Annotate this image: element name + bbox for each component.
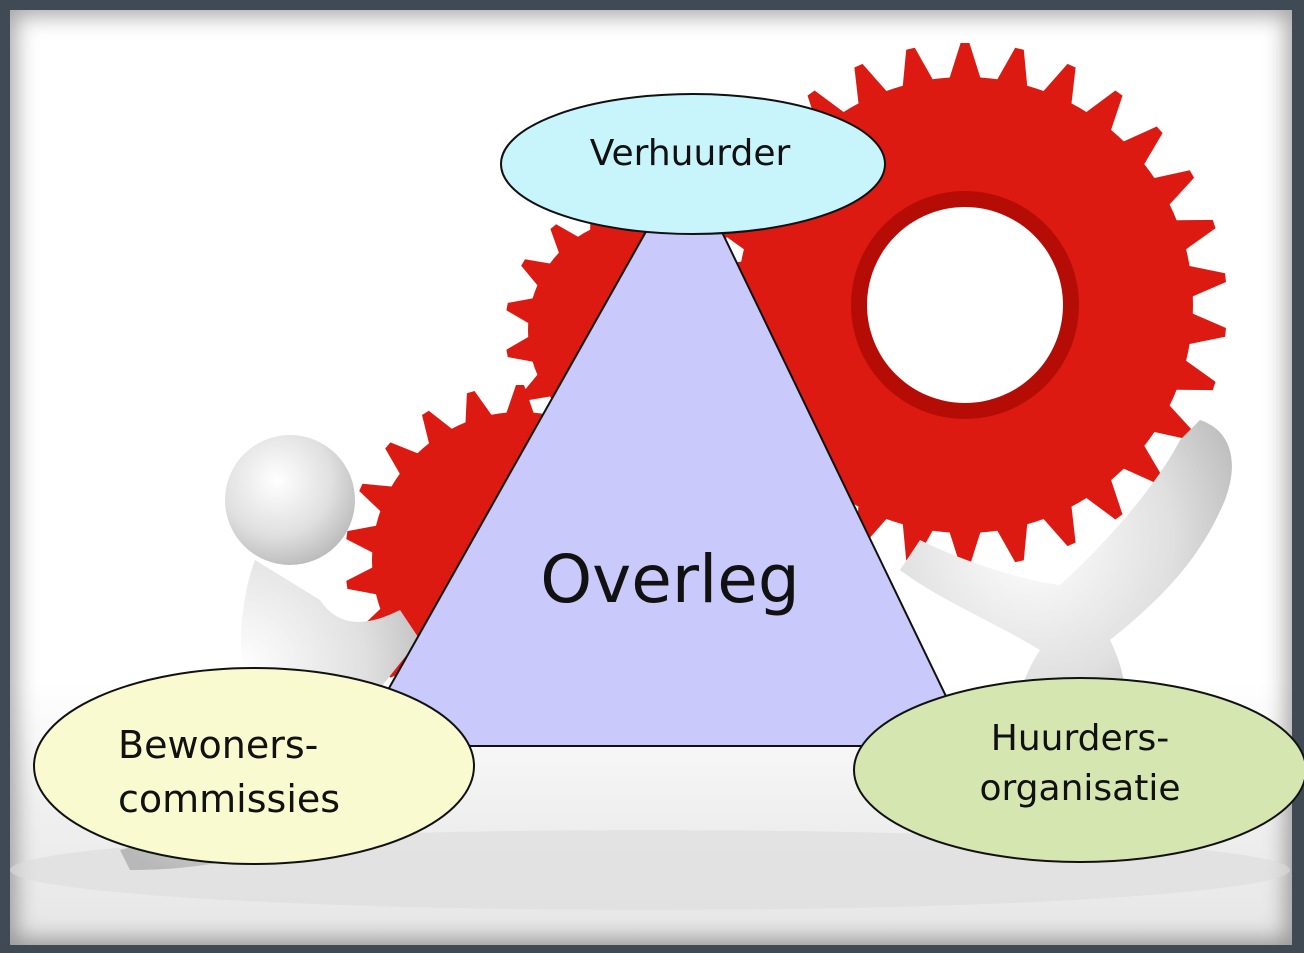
- left-person-head: [225, 435, 355, 565]
- node-verhuurder: [500, 93, 886, 235]
- node-huurdersorganisatie: [853, 677, 1304, 863]
- large-gear-hole: [867, 207, 1063, 403]
- right-person-figure: [900, 420, 1232, 760]
- node-bewonerscommissies: [33, 667, 475, 865]
